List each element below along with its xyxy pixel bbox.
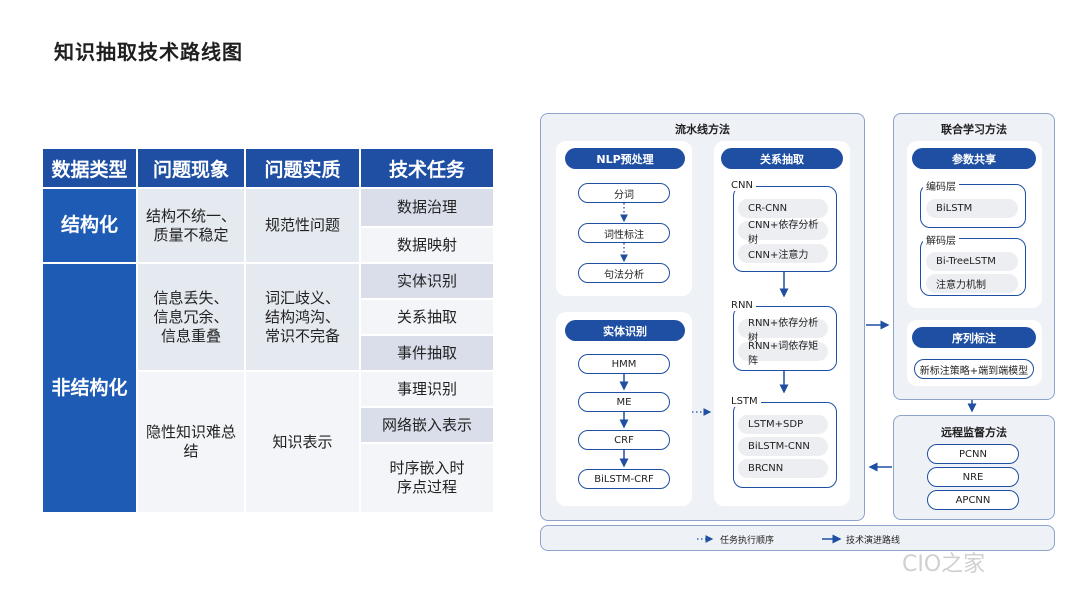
decoder-group [920,238,1026,296]
page-title: 知识抽取技术路线图 [54,40,243,64]
table-row: 数据映射 [42,226,495,264]
col-header: 技术任务 [359,147,495,189]
task-cell: 事理识别 [359,370,495,408]
type-cell: 非结构化 [41,262,138,514]
nlp-step: 分词 [578,183,670,203]
ner-step: HMM [578,354,670,374]
rnn-group-label: RNN [728,300,756,311]
task-cell: 数据映射 [359,226,495,264]
table-row: 事件抽取 [42,334,495,372]
pipeline-title: 流水线方法 [675,123,730,136]
distant-item: APCNN [927,490,1019,510]
cnn-item: CR-CNN [738,199,828,218]
cnn-item: CNN+注意力 [738,244,828,263]
analysis-table: 数据类型 问题现象 问题实质 技术任务 结构化 结构不统一、质量不稳定 规范性问… [41,147,495,514]
table-row: 隐性知识难总结 知识表示 事理识别 [42,370,495,514]
legend-task-order: 任务执行顺序 [720,536,775,546]
task-cell: 关系抽取 [359,298,495,336]
encoder-group [920,184,1026,228]
lstm-item: LSTM+SDP [738,415,828,434]
rnn-item: RNN+依存分析树 [738,318,828,344]
col-header: 问题实质 [244,147,361,189]
phenomenon-cell: 隐性知识难总结 [136,370,246,514]
lstm-item: BRCNN [738,459,828,478]
phenomenon-text: 结构不统一、质量不稳定 [145,206,236,244]
table-row: 结构化 结构不统一、质量不稳定 规范性问题 数据治理 [41,187,495,264]
distant-item: PCNN [927,444,1019,464]
distant-title: 远程监督方法 [941,426,1007,439]
task-cell: 事件抽取 [359,334,495,372]
col-header: 数据类型 [41,147,138,189]
task-cell: 时序嵌入时序点过程 [359,442,495,514]
phenomenon-cell: 结构不统一、质量不稳定 [136,187,246,264]
phenomenon-text: 信息丢失、信息冗余、信息重叠 [153,288,229,345]
joint-title: 联合学习方法 [941,123,1007,136]
relation-title-pill: 关系抽取 [721,148,843,169]
col-header: 问题现象 [136,147,246,189]
cnn-group [733,186,837,272]
watermark: CIO之家 [902,552,986,577]
task-cell: 实体识别 [359,262,495,300]
table-row: 时序嵌入时序点过程 [42,442,495,514]
cnn-item: CNN+依存分析树 [738,220,828,246]
task-cell: 网络嵌入表示 [359,406,495,444]
seq-label-item: 新标注策略+端到端模型 [914,359,1034,379]
phenomenon-text: 隐性知识难总结 [145,423,236,460]
lstm-item: BiLSTM-CNN [738,437,828,456]
lstm-group [733,402,837,488]
nlp-title-pill: NLP预处理 [565,148,685,169]
lstm-group-label: LSTM [728,396,761,407]
phenomenon-cell: 信息丢失、信息冗余、信息重叠 [136,262,246,372]
type-cell: 结构化 [41,187,138,264]
encoder-item: BiLSTM [926,199,1018,218]
table-header-row: 数据类型 问题现象 问题实质 技术任务 [41,147,495,189]
table-row: 网络嵌入表示 [42,406,495,444]
essence-text: 词汇歧义、结构鸿沟、常识不完备 [264,288,340,345]
ner-step: ME [578,392,670,412]
table-row: 非结构化 信息丢失、信息冗余、信息重叠 词汇歧义、结构鸿沟、常识不完备 实体识别 [41,262,495,514]
seq-label-pill: 序列标注 [912,327,1036,348]
essence-cell: 知识表示 [244,370,361,514]
ner-step: CRF [578,430,670,450]
legend-evolution: 技术演进路线 [846,536,901,546]
ner-title-pill: 实体识别 [565,320,685,341]
param-share-pill: 参数共享 [912,148,1036,169]
decoder-label: 解码层 [923,232,959,247]
nlp-step: 词性标注 [578,223,670,243]
encoder-label: 编码层 [923,178,959,193]
task-text: 时序嵌入时序点过程 [389,459,465,496]
legend-bar [540,525,1055,551]
cnn-group-label: CNN [728,180,756,191]
rnn-group [733,306,837,371]
decoder-item: 注意力机制 [926,274,1018,293]
ner-step: BiLSTM-CRF [578,469,670,489]
distant-item: NRE [927,467,1019,487]
task-cell: 数据治理 [359,187,495,228]
nlp-step: 句法分析 [578,263,670,283]
table-row: 关系抽取 [42,298,495,336]
decoder-item: Bi-TreeLSTM [926,252,1018,271]
essence-cell: 词汇歧义、结构鸿沟、常识不完备 [244,262,361,372]
essence-cell: 规范性问题 [244,187,361,264]
rnn-item: RNN+词依存矩阵 [738,341,828,367]
